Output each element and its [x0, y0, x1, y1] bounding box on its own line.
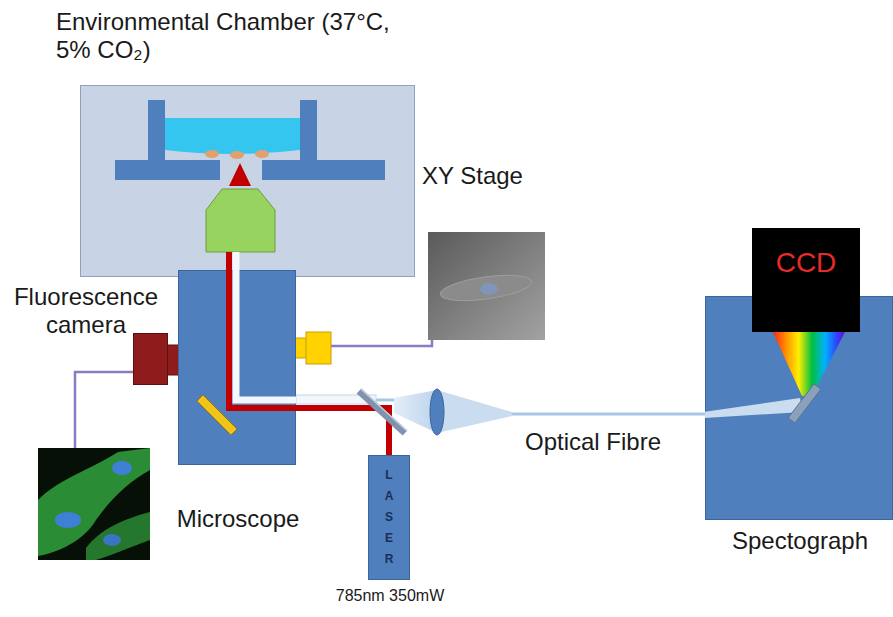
camera-label: Fluorescence camera	[1, 283, 171, 339]
environmental-chamber: Environmental Chamber (37°C, 5% CO₂)	[80, 85, 415, 277]
input-light	[705, 398, 803, 418]
cell-nucleus	[55, 512, 81, 528]
edge-label: Optical Fibre	[525, 428, 661, 456]
laser-letters: LASER	[383, 465, 395, 570]
stage-plate	[262, 160, 385, 180]
stage-plate	[115, 160, 220, 180]
cell	[205, 150, 219, 158]
microscope-body: Microscope	[178, 270, 296, 465]
dish-wall	[300, 100, 317, 162]
laser-beam	[229, 270, 296, 408]
dish-wall	[148, 100, 165, 162]
cell	[230, 151, 244, 159]
diffraction-grating	[788, 384, 821, 423]
objective-lens	[206, 189, 275, 252]
dispersed-spectrum	[772, 330, 846, 396]
laser-beam	[296, 408, 389, 455]
cell-outline	[439, 271, 533, 306]
brightfield-image	[428, 232, 545, 340]
microscope-optics	[178, 270, 296, 465]
cell-cytoskeleton	[86, 512, 150, 560]
camera-cable	[75, 372, 133, 448]
cell-nucleus	[480, 283, 498, 295]
laser-source: LASER785nm 350mW	[368, 455, 410, 580]
splitter-edge	[361, 389, 407, 431]
culture-medium	[165, 118, 300, 154]
ccd-label: CCD	[776, 247, 837, 279]
stage-illustration	[80, 85, 415, 277]
lens	[430, 389, 444, 435]
brightfield-camera	[306, 332, 331, 364]
stage-label: XY Stage	[422, 162, 523, 190]
cell-nucleus	[103, 534, 121, 546]
objective-tip	[229, 163, 251, 186]
cell-nucleus	[112, 461, 132, 475]
scatter-beam	[236, 270, 296, 400]
fluorescence-camera: Fluorescence camera	[133, 333, 168, 385]
beam-splitter	[359, 391, 405, 433]
ccd-detector: CCD	[752, 228, 860, 332]
fluorescence-image	[38, 448, 150, 560]
laser-spec: 785nm 350mW	[320, 586, 460, 605]
dichroic-mirror	[197, 395, 237, 435]
camera-cable	[331, 340, 432, 346]
focus-cone	[437, 390, 512, 433]
chamber-title: Environmental Chamber (37°C, 5% CO₂)	[56, 8, 401, 64]
cell	[255, 150, 269, 158]
spectrograph-label: Spectograph	[706, 527, 893, 555]
microscope-label: Microscope	[139, 505, 337, 533]
